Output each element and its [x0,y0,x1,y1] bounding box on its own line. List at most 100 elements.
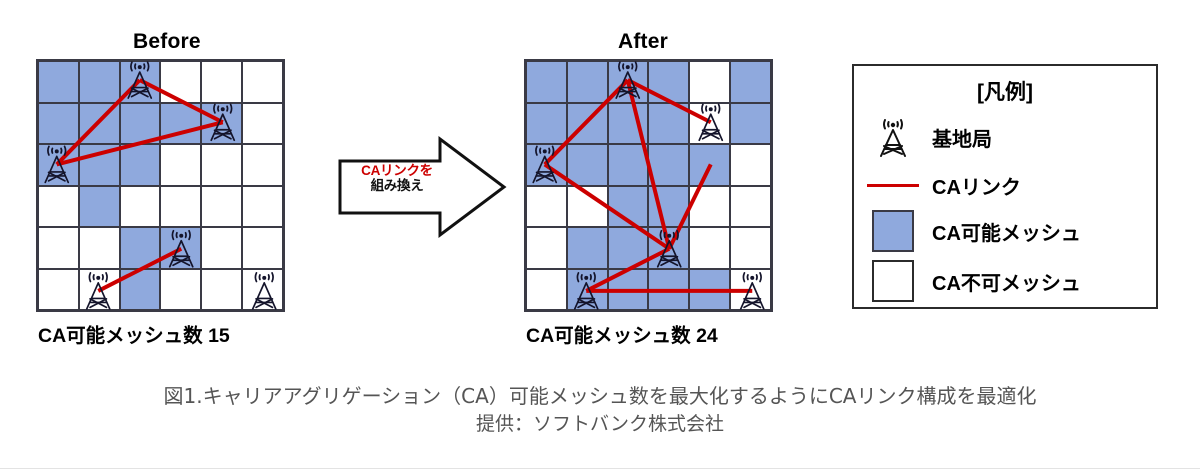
mesh-cell [730,102,771,144]
panel-title-after: After [618,30,669,53]
mesh-cell [38,144,79,186]
mesh-cell [730,185,771,227]
mesh-cell [201,61,243,103]
mesh-cell [38,102,79,144]
white-square-swatch [872,260,914,302]
mesh-cell [648,185,690,227]
mesh-cell [160,227,202,269]
mesh-cell [242,185,283,227]
tower-icon-glyph [880,119,906,157]
mesh-cell [78,144,120,186]
transform-arrow: CAリンクを 組み換え [332,131,510,243]
mesh-cell [730,144,771,186]
mesh-cell [119,185,161,227]
mesh-cell [730,61,771,103]
mesh-cell [689,268,731,310]
mesh-cell [201,144,243,186]
mesh-cell [607,144,649,186]
figure-caption: 図1.キャリアアグリゲーション（CA）可能メッシュ数を最大化するようにCAリンク… [0,382,1200,439]
mesh-cell [201,268,243,310]
mesh-cell [648,144,690,186]
mesh-grid-before [36,59,285,312]
mesh-cell [526,268,567,310]
mesh-grid-after [524,59,773,312]
mesh-cell [566,61,608,103]
legend-label-ca-link: CAリンク [932,176,1021,199]
mesh-cell [78,227,120,269]
panel-title-before: Before [133,30,201,53]
mesh-cell [38,61,79,103]
mesh-cell [78,102,120,144]
mesh-cell [38,268,79,310]
mesh-cell [201,185,243,227]
legend-label-base-station: 基地局 [932,128,992,151]
mesh-cell [607,185,649,227]
bottom-divider [0,468,1200,469]
red-line-swatch [867,183,919,187]
blue-square-swatch [872,210,914,252]
arrow-shape-icon [338,136,507,238]
mesh-cell [730,227,771,269]
mesh-cell [607,102,649,144]
mesh-cell [566,102,608,144]
mesh-cell [242,227,283,269]
legend-label-mesh-available: CA可能メッシュ [932,222,1081,245]
legend-item-mesh-available: CA可能メッシュ [854,208,1156,254]
mesh-cell [242,61,283,103]
mesh-cell [526,144,567,186]
mesh-cell [607,268,649,310]
legend-box: [凡例] 基地局 [852,64,1158,309]
caption-line-2: 提供：ソフトバンク株式会社 [476,413,724,435]
mesh-cell [160,102,202,144]
legend-title: [凡例] [977,81,1033,104]
red-line-icon [854,162,932,208]
mesh-cell [526,102,567,144]
mesh-cell [526,185,567,227]
mesh-cell [160,144,202,186]
mesh-cell [119,227,161,269]
mesh-cell [160,268,202,310]
mesh-cell [38,185,79,227]
mesh-cell [648,268,690,310]
mesh-grid-before-cells [36,59,285,312]
mesh-cell [201,102,243,144]
mesh-cell [566,268,608,310]
mesh-cell [160,185,202,227]
mesh-cell [119,102,161,144]
mesh-cell [566,144,608,186]
mesh-cell [160,61,202,103]
mesh-cell [689,144,731,186]
mesh-cell [119,61,161,103]
mesh-cell [119,144,161,186]
mesh-cell [648,102,690,144]
mesh-cell [242,144,283,186]
mesh-cell [242,102,283,144]
mesh-cell [526,227,567,269]
mesh-cell [730,268,771,310]
mesh-cell [689,185,731,227]
arrow-label-line2: 組み換え [370,178,424,194]
mesh-cell [689,102,731,144]
mesh-cell [78,61,120,103]
legend-item-mesh-unavailable: CA不可メッシュ [854,258,1156,304]
mesh-cell [607,61,649,103]
mesh-cell [78,268,120,310]
mesh-cell [566,227,608,269]
mesh-cell [607,227,649,269]
mesh-cell [201,227,243,269]
mesh-cell [566,185,608,227]
mesh-cell [119,268,161,310]
mesh-cell [648,227,690,269]
mesh-cell [242,268,283,310]
mesh-cell [526,61,567,103]
transform-arrow-label: CAリンクを 組み換え [348,163,446,193]
blue-square-icon [854,208,932,254]
legend-item-ca-link: CAリンク [854,162,1156,208]
mesh-cell [689,227,731,269]
legend-label-mesh-unavailable: CA不可メッシュ [932,272,1081,295]
legend-item-base-station: 基地局 [854,114,1156,160]
mesh-cell [38,227,79,269]
mesh-cell [648,61,690,103]
caption-line-1: 図1.キャリアアグリゲーション（CA）可能メッシュ数を最大化するようにCAリンク… [163,384,1037,408]
